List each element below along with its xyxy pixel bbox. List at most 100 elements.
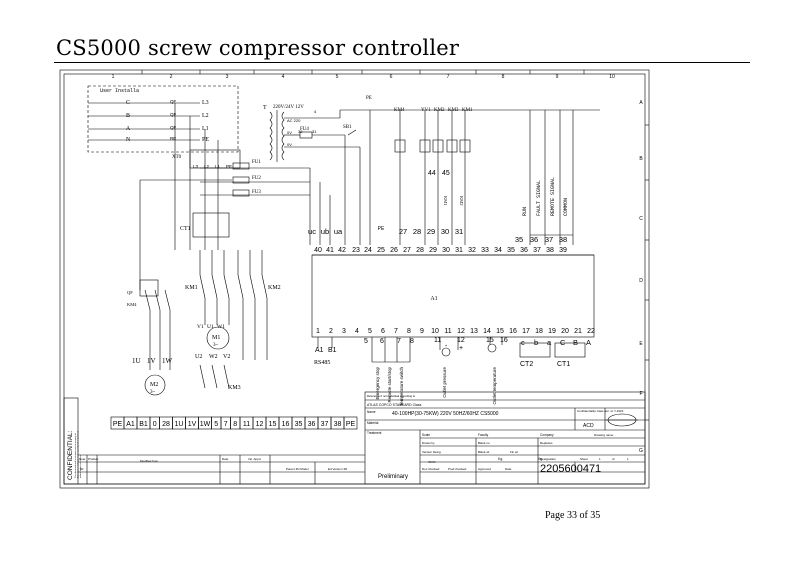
column-number-10: 10 <box>609 74 615 80</box>
top-terminal-11: 31 <box>455 247 463 254</box>
top-terminal-14: 34 <box>494 247 502 254</box>
tb-faculty: Faculty <box>478 433 489 437</box>
bottom-terminal-18: 18 <box>535 328 543 335</box>
tb-scale: Scale <box>422 433 430 437</box>
bottom-terminal-11: 11 <box>444 328 451 335</box>
fu4-label: FU4 <box>300 127 309 132</box>
m1-label: M1 <box>212 335 220 341</box>
tb-treatment: Treatment <box>367 431 382 435</box>
bottom-terminal-22: 22 <box>587 328 595 335</box>
tb-sheet: Sheet <box>580 457 588 461</box>
rs485-b1-label: B1 <box>328 347 337 354</box>
top-upper-label-4: 27 <box>399 227 407 236</box>
line-label-PE: PE <box>202 137 209 143</box>
tb-company: Company <box>540 433 554 437</box>
tb-init-appd: Init. Appd <box>248 457 261 461</box>
motor-m2-symbol <box>144 374 166 396</box>
row-ticks <box>645 124 649 421</box>
bottom-terminal-21: 21 <box>574 328 582 335</box>
bottom-terminal-16: 16 <box>509 328 517 335</box>
km2-label: KM2 <box>268 285 281 291</box>
line-label-L2: L2 <box>202 113 209 119</box>
phase-mark-1: QF <box>170 112 177 117</box>
bottom-terminal-3: 3 <box>342 328 346 335</box>
bottom-wiring <box>317 337 586 363</box>
line-label-L1: L1 <box>202 126 209 132</box>
km4-coil-box <box>139 279 159 297</box>
top-terminal-19: 39 <box>559 247 567 254</box>
sb1-label: SB1 <box>343 125 352 130</box>
ct-letter-1: b <box>534 338 538 347</box>
motor-m1-symbol <box>206 326 230 350</box>
tb-blank-wt: Blank wt <box>478 450 490 454</box>
confidential-note-2: without written permission. <box>79 454 82 478</box>
fu3-box <box>232 189 250 197</box>
tb-kg1: Kg <box>498 457 502 461</box>
relay-label-KM2: KM2 <box>434 108 445 113</box>
top-terminal-2: 42 <box>338 247 346 254</box>
m2-sub-label: 3~ <box>150 390 156 395</box>
page-footer: Page 33 of 35 <box>545 510 601 521</box>
tb-of: of <box>612 457 615 461</box>
transformer-tap-0: AC 220 <box>287 118 301 123</box>
top-upper-label-11: 37 <box>545 235 553 244</box>
confidential-box <box>63 397 79 485</box>
relay-num-45: 45 <box>442 170 450 177</box>
column-number-6: 6 <box>390 74 393 80</box>
ct1-block <box>192 212 230 238</box>
bottom-terminal-2: 2 <box>329 328 333 335</box>
bottom-terminal-20: 20 <box>561 328 569 335</box>
tb-drawn-by: Drawn by <box>422 441 435 445</box>
phase-label-B: B <box>126 113 130 119</box>
bottom-terminal-7: 7 <box>394 328 398 335</box>
km3-label: KM3 <box>228 385 241 391</box>
tb-designation-label: Designation <box>540 457 556 461</box>
tb-ed-version: Ed Version 3D <box>328 467 348 471</box>
transformer-tap-1: 0V <box>287 130 292 135</box>
xt-term-L2: L2 <box>204 164 210 169</box>
bottom-terminal-4: 4 <box>355 328 359 335</box>
tb-sheet-total: 1 <box>627 457 629 461</box>
bottom-rotated-2: Temperature switch <box>399 367 404 407</box>
column-number-3: 3 <box>226 74 229 80</box>
tb-modified-from: Modified from <box>140 459 159 463</box>
top-upper-label-3: PE <box>378 226 385 232</box>
bottom-terminal-19: 19 <box>548 328 556 335</box>
tb-name-label: Name <box>367 410 376 414</box>
row-letter-B: B <box>639 156 643 162</box>
strip-label-4: 28 <box>162 421 170 428</box>
relay-num-44: 44 <box>428 170 436 177</box>
xt-term-L3: L3 <box>193 164 199 169</box>
tb-date-col: Date <box>222 457 229 461</box>
confidential-note-0: This document and its contents are the p… <box>74 433 77 478</box>
relay-label-KM1: KM1 <box>462 108 473 113</box>
bottom-terminal-12: 12 <box>457 328 465 335</box>
rs485-label: RS485 <box>314 360 330 366</box>
tb-version-desig: Version Desig. <box>422 450 442 454</box>
row-letter-G: G <box>639 448 643 454</box>
phase-mark-0: QF <box>170 99 177 104</box>
strip-label-9: 7 <box>224 421 228 428</box>
column-number-2: 2 <box>170 74 173 80</box>
strip-label-2: B1 <box>139 421 148 428</box>
top-terminal-16: 36 <box>520 247 528 254</box>
column-number-1: 1 <box>112 74 115 80</box>
controller-a1-box <box>311 254 595 338</box>
strip-label-11: 11 <box>243 421 250 428</box>
bottom-sub-8: 8 <box>410 338 414 345</box>
strip-label-1: A1 <box>126 421 135 428</box>
top-upper-label-7: 30 <box>441 227 449 236</box>
top-terminal-4: 24 <box>364 247 372 254</box>
ct-letter-3: C <box>560 338 566 347</box>
controller-a1-label: A1 <box>430 296 437 302</box>
m1-bottom-U2: U2 <box>195 354 202 360</box>
row-letter-C: C <box>639 216 643 222</box>
relay-ladder <box>369 110 574 245</box>
qf-small-label: QF <box>127 290 133 295</box>
ct1-label: CT1 <box>180 226 191 232</box>
top-terminal-1: 41 <box>326 247 334 254</box>
page-title: CS5000 screw compressor controller <box>56 36 460 60</box>
confidential-note-1: Atlas Copco and may not be reproduced or… <box>77 431 80 478</box>
column-number-5: 5 <box>336 74 339 80</box>
column-number-8: 8 <box>502 74 505 80</box>
